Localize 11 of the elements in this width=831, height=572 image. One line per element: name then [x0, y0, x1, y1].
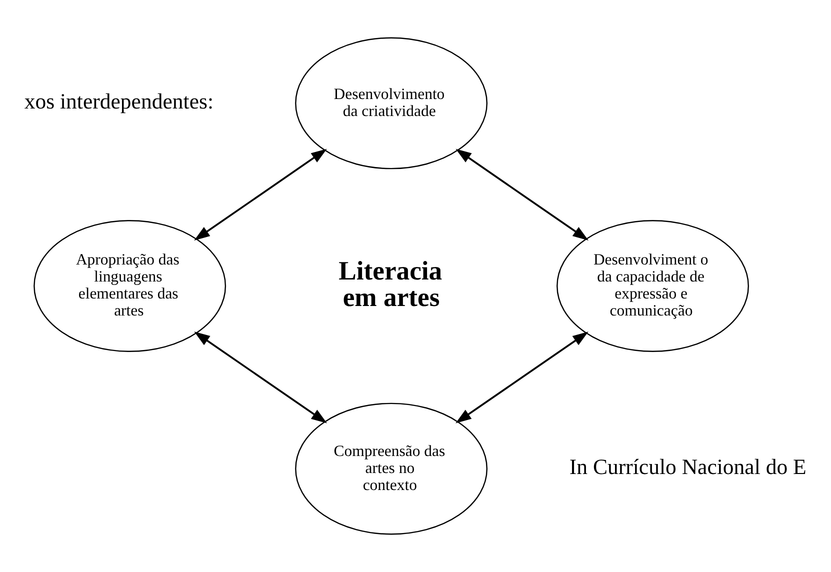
node-ellipse: Apropriação das linguagens elementares das artes — [34, 220, 226, 352]
arrow — [456, 332, 588, 424]
arrow — [194, 332, 328, 424]
arrow — [456, 148, 588, 240]
arrow — [194, 148, 327, 240]
node-ellipse: Desenvolvimento da criatividade — [295, 37, 488, 170]
node-ellipse: Compreensão das artes no contexto — [295, 402, 488, 535]
label: In Currículo Nacional do E — [569, 455, 806, 480]
label: Literacia em artes — [338, 255, 442, 312]
label: xos interdependentes: — [24, 90, 214, 114]
node-ellipse: Desenvolviment o da capacidade de expressão e comunicação — [556, 220, 749, 352]
